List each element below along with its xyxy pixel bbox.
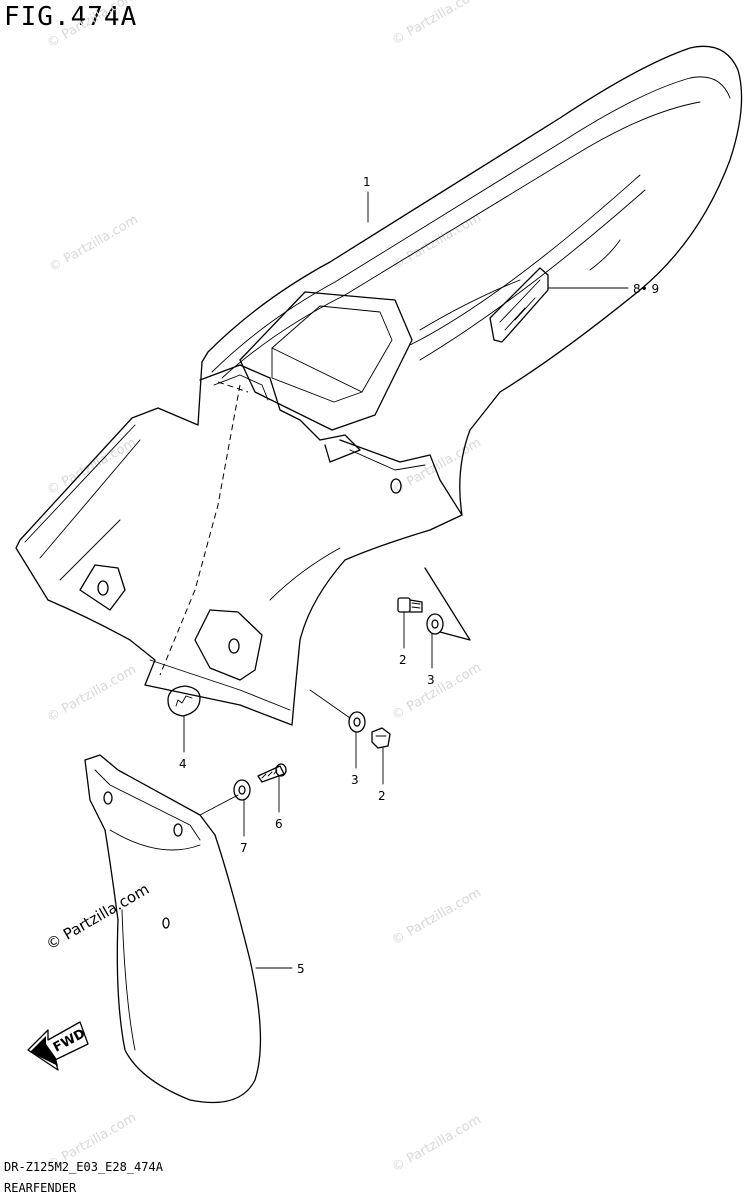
leader-lines (183, 191, 629, 969)
washer-upper (426, 613, 444, 635)
bolt-lower (371, 727, 391, 749)
mud-flap (84, 754, 262, 1104)
model-code: DR-Z125M2_E03_E28_474A (4, 1160, 163, 1174)
watermark: © Partzilla.com (390, 660, 484, 723)
watermark: © Partzilla.com (390, 435, 484, 498)
watermark: © Partzilla.com (390, 1112, 484, 1175)
callout-part-2-upper: 2 (399, 653, 407, 667)
callout-part-5: 5 (297, 962, 305, 976)
watermark: © Partzilla.com (390, 885, 484, 948)
callout-part-8-9: 8• 9 (633, 282, 659, 296)
watermark: © Partzilla.com (45, 0, 139, 51)
callout-part-7: 7 (240, 841, 248, 855)
callout-part-4: 4 (179, 757, 187, 771)
watermark: © Partzilla.com (45, 435, 139, 498)
watermark: © Partzilla.com (390, 210, 484, 273)
screw-6 (257, 763, 287, 783)
watermarks: © Partzilla.com © Partzilla.com © Partzi… (43, 0, 484, 1175)
watermark: © Partzilla.com (47, 212, 141, 275)
watermark: © Partzilla.com (390, 0, 484, 48)
section-title: REARFENDER (4, 1181, 77, 1195)
washer-7 (233, 779, 251, 801)
callout-part-3-upper: 3 (427, 673, 435, 687)
callout-part-6: 6 (275, 817, 283, 831)
figure-title: FIG.474A (4, 2, 138, 32)
watermark-dark: © Partzilla.com (43, 880, 152, 953)
fwd-arrow-icon: FWD (27, 1021, 89, 1071)
bolt-upper (397, 597, 423, 613)
watermark: © Partzilla.com (45, 662, 139, 725)
callout-labels: 1 8• 9 2 3 4 3 2 6 7 5 (179, 175, 659, 976)
callout-part-3-lower: 3 (351, 773, 359, 787)
callout-part-2-lower: 2 (378, 789, 386, 803)
clip-nut (167, 685, 201, 717)
rear-fender-main (15, 45, 743, 726)
washer-lower (348, 711, 366, 733)
fwd-arrow-label: FWD (51, 1026, 88, 1055)
callout-part-1: 1 (363, 175, 371, 189)
